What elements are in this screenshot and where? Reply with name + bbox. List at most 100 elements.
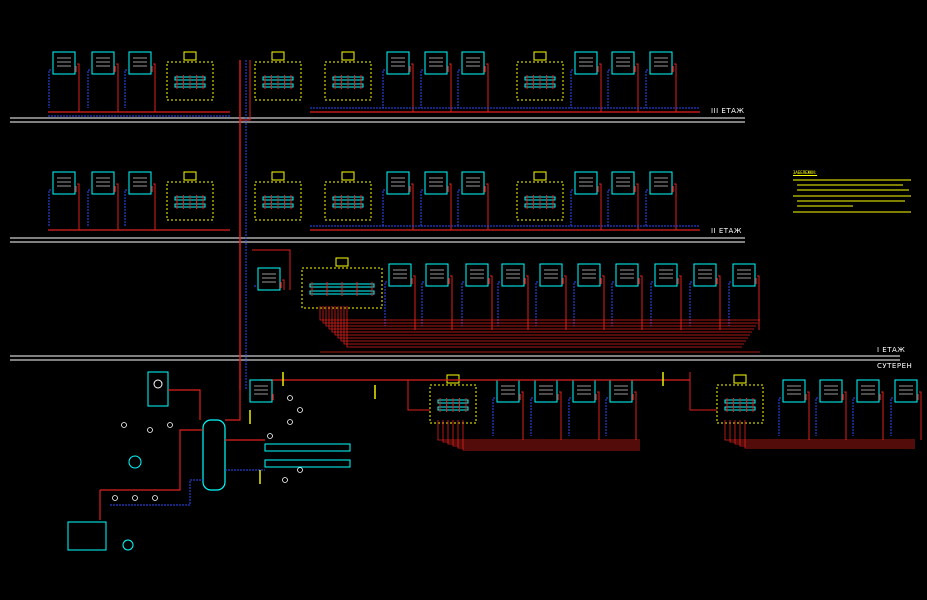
return-pipe — [457, 189, 460, 226]
valve-symbol — [297, 407, 303, 413]
basement-circuit — [447, 420, 640, 445]
return-pipe — [492, 397, 495, 436]
return-pipe — [384, 281, 387, 326]
supply-pipe — [411, 63, 414, 112]
basement-circuit — [457, 420, 640, 449]
supply-pipe — [919, 391, 922, 440]
supply-pipe — [116, 183, 119, 230]
unit-box — [424, 51, 448, 75]
valve-symbol — [167, 422, 173, 428]
manifold-frame — [254, 181, 302, 221]
unit-box — [461, 51, 485, 75]
unit-box — [649, 171, 673, 195]
valve-symbol — [297, 467, 303, 473]
return-pipe — [420, 189, 423, 226]
return-pipe — [607, 69, 610, 108]
unit-box — [577, 263, 601, 287]
floor1-circuit — [334, 306, 750, 336]
manifold-frame — [254, 61, 302, 101]
valve-symbol — [121, 422, 127, 428]
supply-pipe — [757, 275, 760, 330]
basement-pipe — [689, 372, 717, 411]
riser-branch — [252, 249, 291, 290]
return-pipe — [568, 397, 571, 436]
manifold-symbol — [341, 51, 355, 61]
valve-symbol — [112, 495, 118, 501]
basement-circuit — [724, 420, 915, 441]
return-pipe — [461, 281, 464, 326]
unit-box — [611, 51, 635, 75]
unit-box — [574, 171, 598, 195]
valve-symbol — [132, 495, 138, 501]
basement-circuit — [462, 420, 640, 451]
notes-title: ЗАБЕЛЕЖКИ: — [793, 170, 818, 175]
supply-pipe — [636, 63, 639, 112]
unit-box — [894, 379, 918, 403]
unit-box — [539, 263, 563, 287]
unit-box — [52, 171, 76, 195]
supply-pipe — [564, 275, 567, 330]
supply-pipe — [807, 391, 810, 440]
unit-box — [257, 267, 281, 291]
unit-box — [615, 263, 639, 287]
return-pipe — [570, 189, 573, 226]
expansion-vessel — [122, 539, 134, 551]
boiler — [147, 371, 169, 407]
supply-pipe — [486, 63, 489, 112]
unit-box — [732, 263, 756, 287]
distribution-header — [264, 459, 351, 468]
floor-label-3: III ЕТАЖ — [711, 107, 745, 115]
notes-text-lines — [793, 179, 911, 213]
manifold-symbol — [533, 51, 547, 61]
return-pipe — [87, 189, 90, 226]
unit-box — [496, 379, 520, 403]
floor1-circuit — [322, 306, 758, 324]
return-pipe — [421, 281, 424, 326]
return-pipe — [890, 397, 893, 436]
valve-symbol — [282, 477, 288, 483]
return-pipe — [607, 189, 610, 226]
supply-pipe — [450, 275, 453, 330]
floor1-circuit — [325, 306, 756, 327]
expansion-vessel — [128, 455, 142, 469]
basement-circuit — [729, 420, 915, 443]
supply-pipe — [674, 183, 677, 230]
unit-box — [388, 263, 412, 287]
return-pipe — [124, 189, 127, 226]
manifold-symbol — [335, 257, 349, 267]
supply-pipe — [559, 391, 562, 440]
return-pipe — [611, 281, 614, 326]
riser-branch — [240, 60, 251, 121]
unit-box — [534, 379, 558, 403]
supply-pipe — [526, 275, 529, 330]
basement-circuit — [734, 420, 915, 445]
return-pipe — [87, 69, 90, 108]
manifold-symbol — [271, 51, 285, 61]
supply-pipe — [411, 183, 414, 230]
manifold-symbol — [341, 171, 355, 181]
unit-box — [91, 171, 115, 195]
floor1-circuit — [343, 306, 744, 345]
buffer-tank — [202, 419, 226, 491]
basement-circuit — [739, 420, 915, 447]
return-pipe — [852, 397, 855, 436]
manifold-symbol — [733, 374, 747, 384]
unit-box — [424, 171, 448, 195]
supply-pipe — [490, 275, 493, 330]
floor1-circuit — [346, 306, 742, 348]
return-pipe — [645, 189, 648, 226]
supply-pipe — [449, 183, 452, 230]
return-pipe — [535, 281, 538, 326]
supply-pipe — [636, 183, 639, 230]
manifold-frame — [516, 61, 564, 101]
return-pipe — [645, 69, 648, 108]
unit-box — [856, 379, 880, 403]
return-pipe — [48, 189, 51, 226]
supply-pipe — [599, 183, 602, 230]
manifold-frame — [166, 181, 214, 221]
manifold-frame — [429, 384, 477, 424]
supply-pipe — [679, 275, 682, 330]
plant-pipe — [225, 390, 241, 421]
floor1-circuit — [319, 306, 760, 321]
supply-pipe — [413, 275, 416, 330]
